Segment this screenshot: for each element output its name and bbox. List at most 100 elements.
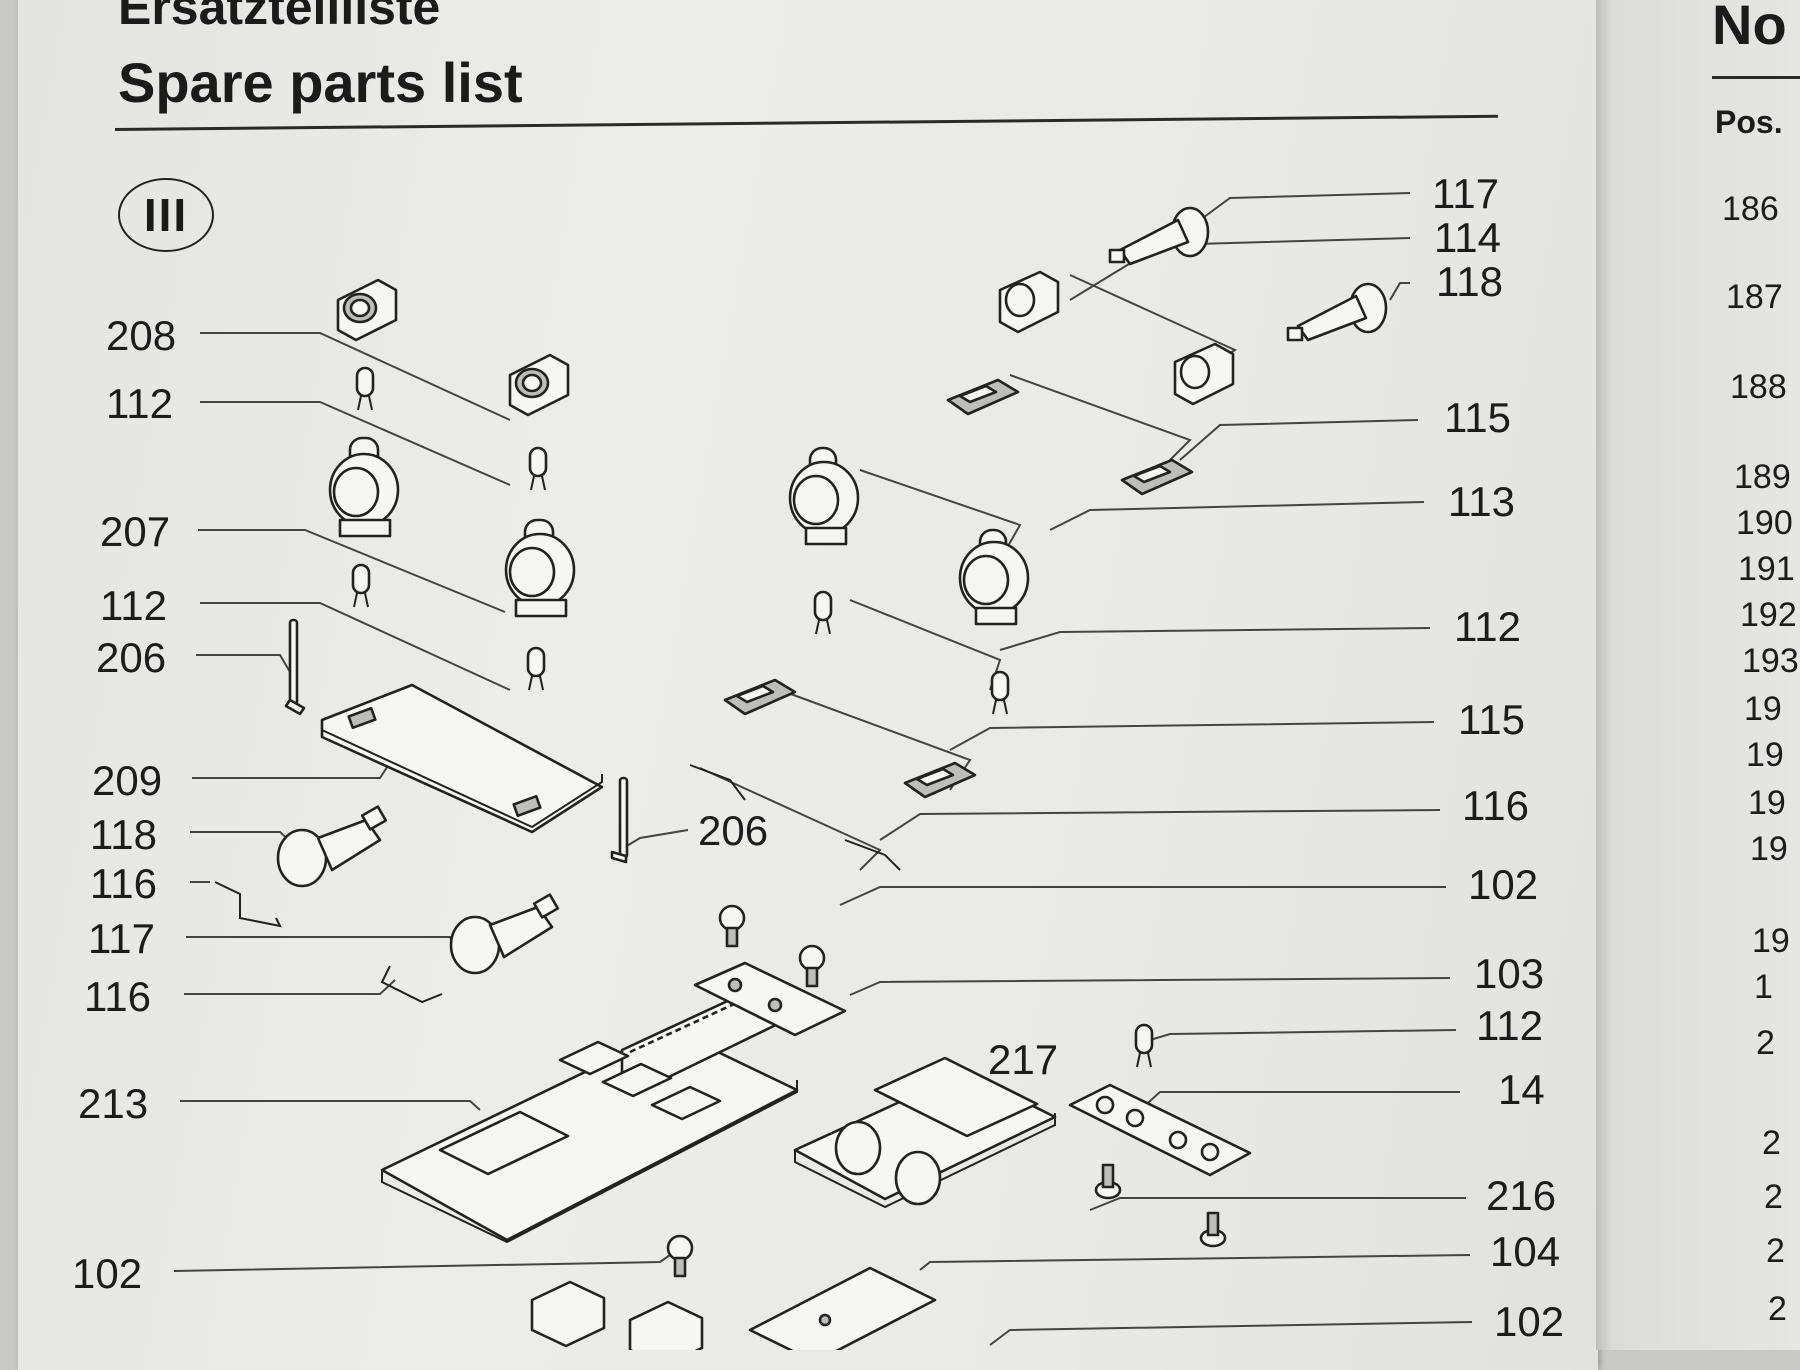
contact-plate-part	[693, 961, 847, 1037]
callout-label: 116	[1462, 782, 1529, 829]
screw-part	[1199, 1211, 1227, 1248]
callout-label: 116	[90, 860, 157, 907]
callout-label: 14	[1498, 1066, 1545, 1113]
pos-number: 192	[1740, 596, 1797, 634]
bulb-part	[351, 563, 371, 608]
callout-label: 117	[1432, 170, 1499, 217]
callout-label: 104	[1490, 1228, 1560, 1275]
callout-label: 115	[1444, 394, 1511, 441]
callout-label: 207	[100, 508, 170, 555]
wire-clip-part	[214, 881, 282, 928]
pos-number: 190	[1736, 504, 1793, 542]
reflector-bulb-part	[449, 893, 560, 975]
holder-part	[723, 678, 797, 716]
lamp-head-part	[958, 528, 1030, 626]
pos-number: 186	[1722, 190, 1779, 228]
lamp-socket-part	[998, 270, 1060, 334]
callout-label: 102	[1468, 861, 1538, 908]
callouts-right: 117 114 118 115 113 112 115 116 102 103 …	[1432, 170, 1564, 1345]
callout-label: 115	[1458, 696, 1525, 743]
callout-label: 118	[1436, 258, 1503, 305]
screw-part	[666, 1234, 694, 1278]
callout-label: 112	[1476, 1002, 1543, 1049]
screw-part	[1094, 1163, 1122, 1200]
lamp-head-part	[328, 436, 400, 538]
pos-number: 19	[1744, 690, 1782, 728]
holder-part	[946, 378, 1020, 416]
section-badge: III	[118, 178, 214, 252]
pos-number: 187	[1726, 278, 1783, 316]
parts	[214, 206, 1388, 1350]
callout-label: 113	[1448, 478, 1515, 525]
wire-clip-part	[380, 965, 443, 1004]
pos-number: 2	[1756, 1024, 1775, 1062]
pos-number: 188	[1730, 368, 1787, 406]
right-page-title: No	[1712, 0, 1787, 56]
pin-part	[284, 618, 306, 716]
book-gutter	[1596, 0, 1614, 1350]
lamp-socket-part	[1173, 342, 1235, 406]
callout-label: 208	[106, 312, 176, 359]
holder-part	[903, 761, 977, 799]
pos-number: 191	[1738, 550, 1795, 588]
pos-number: 193	[1742, 642, 1799, 680]
callout-label: 112	[106, 380, 173, 427]
circuit-board-part	[380, 983, 799, 1244]
page-title-english: Spare parts list	[118, 51, 523, 114]
wire-clip-part	[689, 764, 746, 801]
pos-number: 2	[1762, 1124, 1781, 1162]
leader-lines	[173, 192, 1473, 1346]
callout-label: 209	[92, 757, 162, 804]
bulb-part	[813, 590, 833, 635]
pos-number: 19	[1752, 922, 1790, 960]
bulb-part	[526, 646, 546, 691]
callout-label: 206	[96, 634, 166, 681]
pin-part	[610, 776, 629, 864]
callout-label: 206	[698, 807, 768, 854]
callout-label: 112	[1454, 603, 1521, 650]
decoder-board-part	[793, 1056, 1057, 1209]
lamp-socket-part	[508, 353, 570, 417]
screw-part	[798, 944, 826, 988]
contact-strip-part	[1068, 1083, 1252, 1177]
pos-number: 2	[1764, 1178, 1783, 1216]
reflector-bulb-part	[1108, 206, 1210, 266]
reflector-bulb-part	[1286, 282, 1388, 342]
base-plate-part	[320, 683, 604, 834]
callout-label: 102	[72, 1250, 142, 1297]
page-title-german: Ersatzteilliste	[118, 0, 441, 35]
lamp-head-part	[504, 518, 576, 618]
left-page	[18, 0, 1598, 1370]
right-title-rule	[1712, 76, 1800, 79]
holder-part	[1120, 458, 1194, 496]
reflector-bulb-part	[276, 805, 388, 888]
bulb-part	[1134, 1023, 1154, 1068]
pos-number: 19	[1746, 736, 1784, 774]
callout-label: 216	[1486, 1172, 1556, 1219]
pos-number: 19	[1748, 784, 1786, 822]
lamp-head-part	[788, 446, 860, 546]
pos-column-header: Pos.	[1715, 104, 1783, 140]
bulb-part	[355, 366, 375, 411]
bulb-part	[990, 670, 1010, 715]
callout-label: 112	[100, 582, 167, 629]
callout-label: 102	[1494, 1298, 1564, 1345]
pos-number: 189	[1734, 458, 1791, 496]
callout-label: 103	[1474, 950, 1544, 997]
pos-number: 1	[1754, 968, 1773, 1006]
right-page	[1612, 0, 1800, 1350]
screw-part	[718, 904, 746, 948]
bottom-plate-part	[748, 1266, 937, 1350]
bulb-part	[528, 446, 548, 491]
callout-label: 114	[1434, 214, 1501, 261]
callouts-middle: 206 217	[698, 807, 1058, 1083]
pos-number: 2	[1768, 1290, 1787, 1328]
pos-number: 2	[1766, 1232, 1785, 1270]
clip-part	[530, 1280, 704, 1350]
callout-label: 118	[90, 811, 157, 858]
callout-label: 117	[88, 915, 155, 962]
lamp-socket-part	[336, 278, 398, 342]
wire-clip-part	[844, 839, 901, 871]
pos-number: 19	[1750, 830, 1788, 868]
